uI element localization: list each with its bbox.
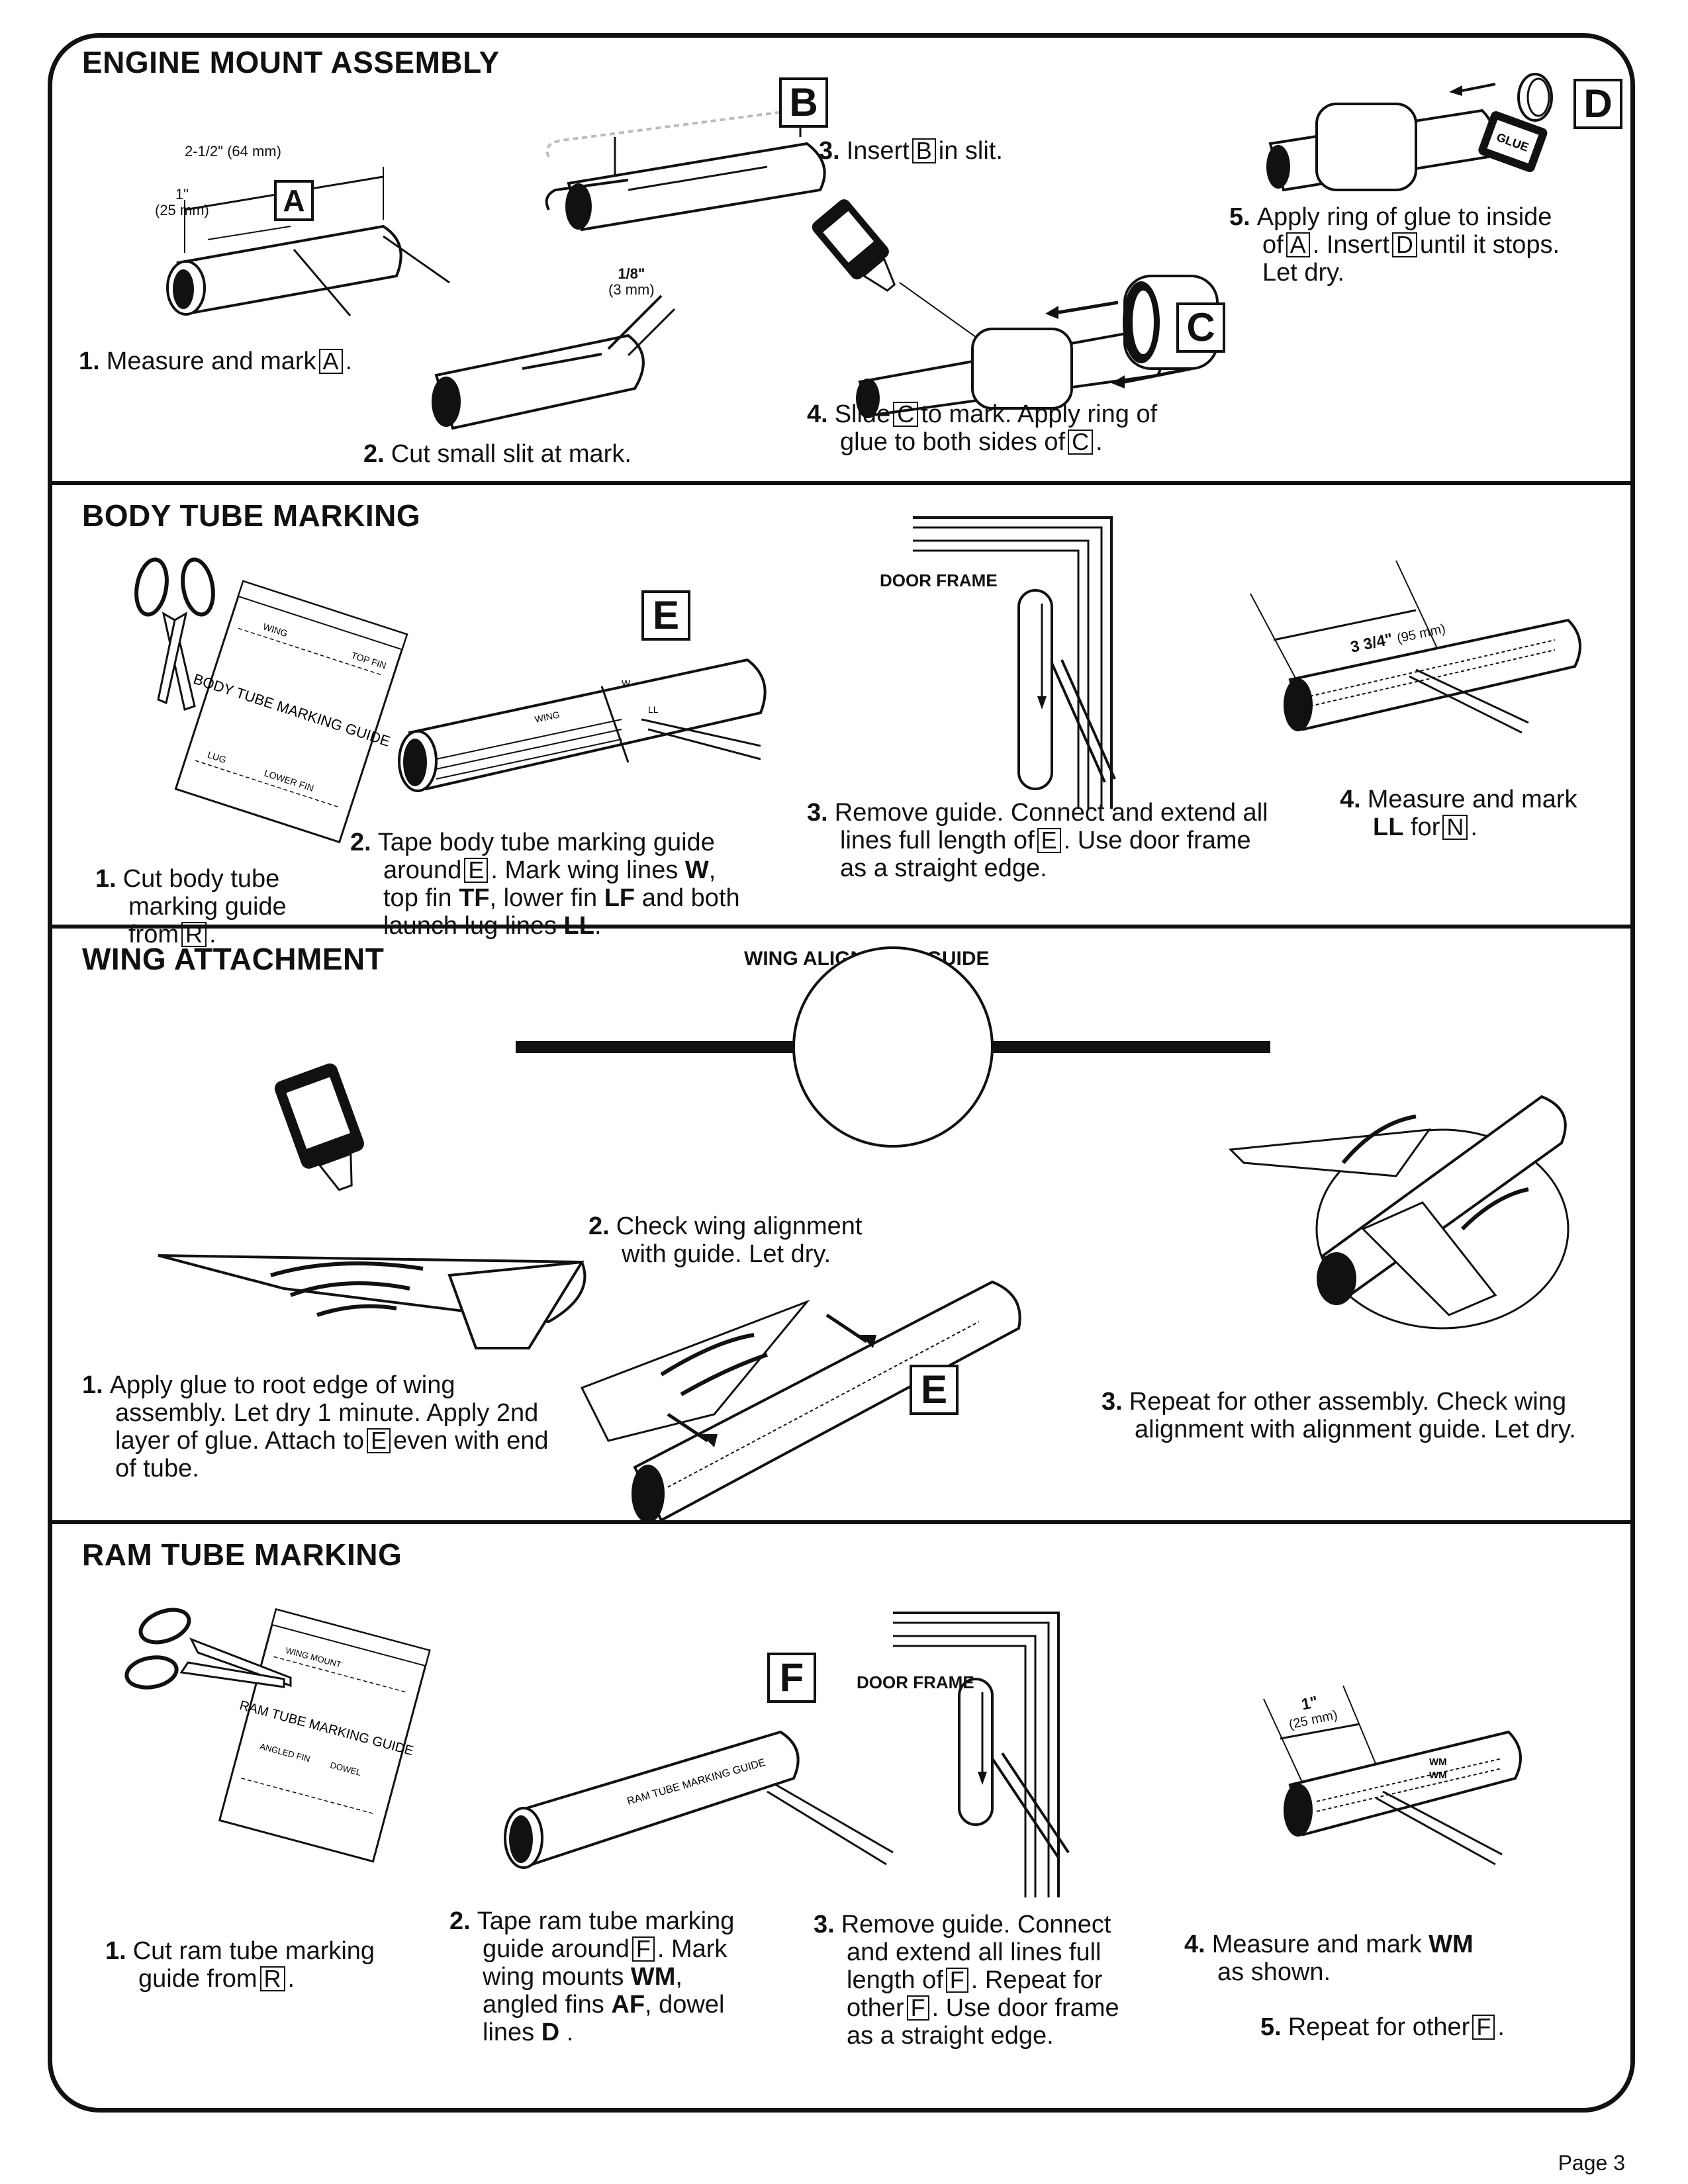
- part-label-d: D: [1573, 79, 1622, 129]
- tube-wing-line-label: WING: [534, 709, 561, 725]
- ram-door-frame-illustration: [893, 1612, 1070, 1897]
- part-label-f: F: [767, 1653, 816, 1703]
- page-number: Page 3: [1558, 2151, 1625, 2175]
- part-label-a: A: [274, 180, 314, 221]
- wing-alignment-guide: [516, 946, 1270, 1148]
- wing-step-2: 2.Check wing alignment with guide. Let d…: [588, 1212, 863, 1268]
- wm-mark-2: WM: [1429, 1770, 1447, 1781]
- ram-step-4: 4.Measure and mark WM as shown.: [1184, 1931, 1474, 1986]
- section-divider: [52, 1520, 1630, 1524]
- wing-glue-illustration: [158, 1063, 586, 1349]
- body-step-3: 3.Remove guide. Connect and extend all l…: [807, 799, 1268, 882]
- tube-ll-mark: LL: [648, 704, 659, 715]
- part-label-e-body: E: [641, 590, 690, 641]
- engine-tube-slit-illustration: [432, 295, 676, 430]
- door-frame-label-body: DOOR FRAME: [880, 570, 998, 590]
- section-title-wing-attachment: WING ATTACHMENT: [82, 942, 385, 976]
- tube-w-mark: W: [622, 678, 631, 688]
- ram-guide-cut-illustration: RAM TUBE MARKING GUIDE WING MOUNT ANGLED…: [124, 1608, 431, 1863]
- body-tube-tape-illustration: WING W LL: [398, 658, 767, 792]
- engine-hook-insert-illustration: [545, 104, 826, 232]
- part-label-c: C: [1176, 302, 1225, 353]
- section-title-ram-tube: RAM TUBE MARKING: [82, 1537, 402, 1572]
- ram-tube-tape-illustration: RAM TUBE MARKING GUIDE: [504, 1730, 894, 1869]
- engine-block-insert-illustration: GLUE: [1266, 73, 1553, 192]
- engine-tube-measure-illustration: [166, 167, 450, 316]
- wing-step-1: 1.Apply glue to root edge of wing assemb…: [82, 1371, 549, 1482]
- wm-mark-1: WM: [1429, 1756, 1447, 1768]
- wing-step-3: 3.Repeat for other assembly. Check wing …: [1102, 1388, 1576, 1443]
- section-divider: [52, 925, 1630, 929]
- dimension-1-8-inch: 1/8"(3 mm): [608, 265, 655, 298]
- section-title-body-tube: BODY TUBE MARKING: [82, 498, 421, 533]
- body-door-frame-illustration: [913, 516, 1116, 809]
- door-frame-label-ram: DOOR FRAME: [857, 1672, 974, 1692]
- section-title-engine-mount: ENGINE MOUNT ASSEMBLY: [82, 45, 500, 79]
- body-guide-cut-illustration: BODY TUBE MARKING GUIDE WING TOP FIN LUG…: [134, 557, 408, 844]
- wing-attach-tube-illustration: [580, 1280, 1021, 1523]
- section-divider: [52, 481, 1630, 485]
- ram-step-3: 3.Remove guide. Connect and extend all l…: [814, 1911, 1119, 2050]
- wing-assembly-repeat-illustration: [1228, 1095, 1570, 1330]
- part-label-b: B: [779, 77, 828, 128]
- dimension-1-inch: 1"(25 mm): [155, 186, 209, 218]
- instruction-frame: ENGINE MOUNT ASSEMBLY 2-1/2" (64 mm) 1"(…: [48, 33, 1635, 2113]
- dimension-2-1-2-inch: 2-1/2" (64 mm): [185, 143, 281, 159]
- engine-step-2: 2.Cut small slit at mark.: [363, 440, 632, 468]
- part-label-e-wing: E: [910, 1365, 959, 1415]
- body-tube-ll-illustration: [1250, 560, 1581, 734]
- ram-tube-wm-illustration: WM WM: [1263, 1685, 1522, 1866]
